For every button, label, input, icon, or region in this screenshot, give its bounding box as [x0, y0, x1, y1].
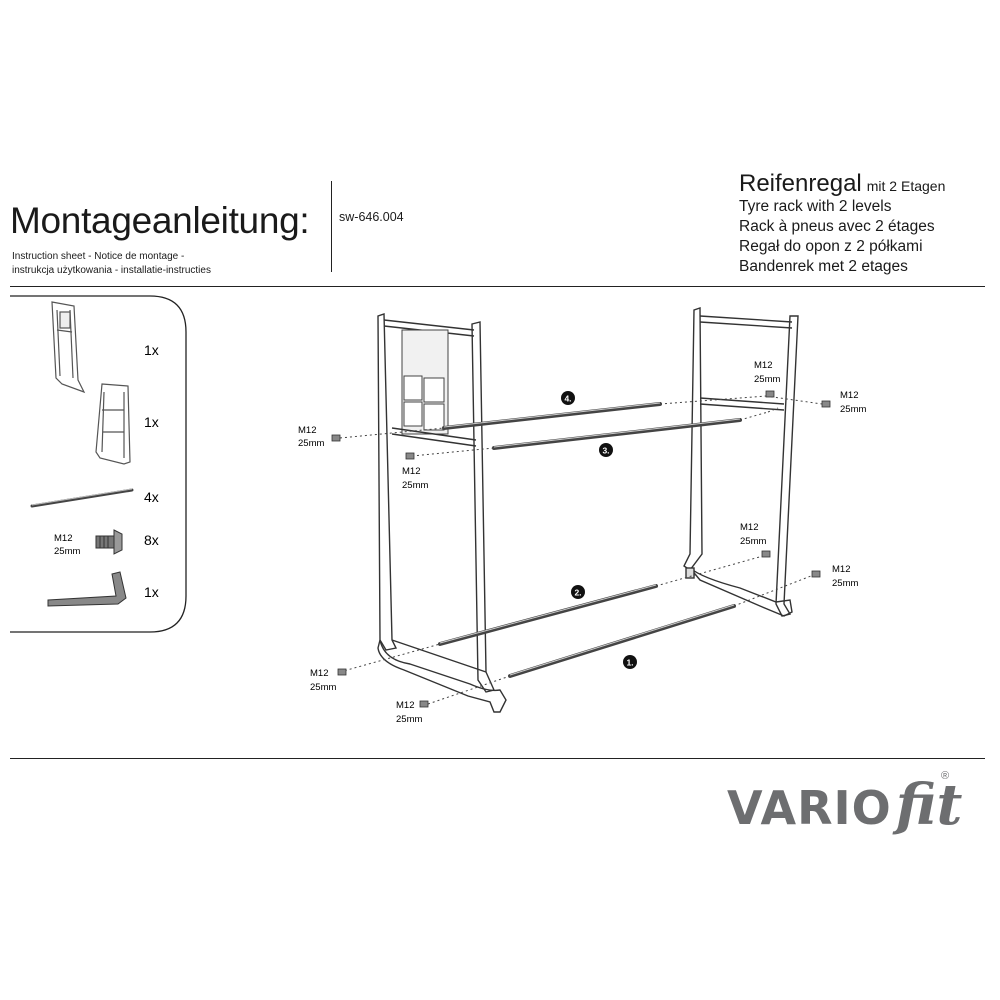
step-label-4: 4.	[564, 394, 571, 404]
part-qty-5: 1x	[144, 584, 159, 600]
brand-logo: VARIOfit®	[727, 770, 963, 838]
product-name-nl: Bandenrek met 2 etages	[739, 258, 908, 275]
part-qty-4: 8x	[144, 532, 159, 548]
rod-3	[492, 418, 742, 450]
screw-label-size: M12	[402, 466, 420, 477]
part-qty-2: 1x	[144, 414, 159, 430]
side-frame-b-icon	[95, 383, 131, 465]
screw-icon	[95, 529, 123, 555]
header-divider	[331, 181, 332, 272]
side-frame-a-icon	[51, 301, 86, 394]
screws	[331, 390, 831, 708]
screw-label-size: M12	[396, 700, 414, 711]
step-badge-3: 3.	[599, 443, 613, 457]
screw-label-length: 25mm	[396, 714, 422, 725]
screw-label-length: 25mm	[754, 374, 780, 385]
screw-label-length: 25mm	[832, 578, 858, 589]
brand-name-fit: fit	[895, 772, 963, 838]
rack-left-frame	[377, 313, 507, 713]
product-name-main: Reifenregal	[739, 170, 862, 197]
rack-left-panel	[391, 329, 477, 447]
product-name-suffix: mit 2 Etagen	[866, 178, 946, 194]
screw-label-size: M12	[832, 564, 850, 575]
part-screw-length: 25mm	[54, 546, 80, 557]
step-label-3: 3.	[602, 446, 609, 456]
step-badge-4: 4.	[561, 391, 575, 405]
part-qty-1: 1x	[144, 342, 159, 358]
parts-panel-outline	[10, 295, 187, 633]
screw-label-size: M12	[840, 390, 858, 401]
step-badge-2: 2.	[571, 585, 585, 599]
screw-label-size: M12	[310, 668, 328, 679]
step-label-2: 2.	[574, 588, 581, 598]
rod-4	[442, 402, 662, 430]
part-qty-3: 4x	[144, 489, 159, 505]
subtitle-languages-2: instrukcja użytkowania - installatie-ins…	[12, 265, 211, 276]
screw-label-length: 25mm	[310, 682, 336, 693]
rack-right-frame	[683, 307, 799, 617]
subtitle-languages-1: Instruction sheet - Notice de montage -	[12, 251, 185, 262]
screw-label-length: 25mm	[740, 536, 766, 547]
registered-mark: ®	[941, 770, 950, 782]
step-badge-1: 1.	[623, 655, 637, 669]
screw-label-size: M12	[754, 360, 772, 371]
article-number: sw-646.004	[339, 210, 404, 224]
rod-1	[508, 604, 736, 678]
rod-icon	[30, 488, 134, 508]
product-name-fr: Rack à pneus avec 2 étages	[739, 218, 935, 235]
step-label-1: 1.	[626, 658, 633, 668]
screw-labels: M12 25mm M12 25mm M12 25mm M12 25mm M12 …	[298, 360, 866, 725]
part-screw-size: M12	[54, 533, 72, 544]
screw-label-size: M12	[740, 522, 758, 533]
screw-label-size: M12	[298, 425, 316, 436]
brand-name-vario: VARIO	[727, 781, 892, 835]
alignment-lines	[339, 395, 823, 705]
screw-label-length: 25mm	[298, 438, 324, 449]
product-name-en: Tyre rack with 2 levels	[739, 198, 892, 215]
page-title: Montageanleitung:	[10, 200, 310, 241]
hex-key-icon	[47, 571, 127, 607]
top-rule	[10, 286, 985, 287]
product-name-pl: Regał do opon z 2 półkami	[739, 238, 923, 255]
screw-label-length: 25mm	[402, 480, 428, 491]
screw-label-length: 25mm	[840, 404, 866, 415]
bottom-rule	[10, 758, 985, 759]
rod-2	[438, 584, 658, 646]
